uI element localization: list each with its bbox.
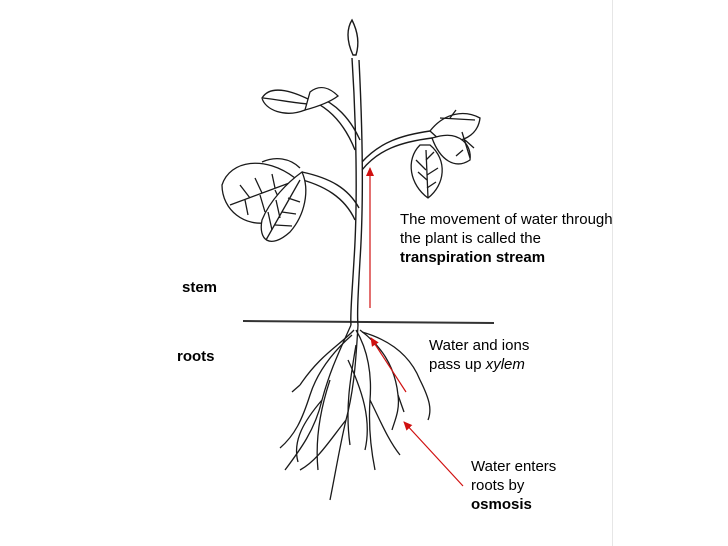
transpiration-line2: the plant is called the [400, 230, 541, 247]
soil-line [242, 320, 495, 324]
water-flow-arrows [366, 167, 464, 487]
transpiration-term: transpiration stream [400, 249, 546, 266]
xylem-arrow [370, 337, 407, 393]
osmosis-term: osmosis [471, 496, 532, 513]
xylem-line2-prefix: pass up [429, 356, 486, 373]
slide-edge-divider [612, 0, 613, 546]
stem-label: stem [182, 279, 218, 296]
plant-roots [279, 324, 431, 501]
osmosis-annotation: Water enters roots by osmosis [471, 457, 556, 514]
transpiration-annotation: The movement of water through the plant … [400, 210, 613, 267]
xylem-annotation: Water and ions pass up xylem [429, 336, 529, 374]
transpiration-line1: The movement of water through [400, 211, 613, 228]
plant-leaves [221, 86, 481, 243]
osmosis-line2: roots by [471, 477, 525, 494]
osmosis-line1: Water enters [471, 458, 557, 475]
roots-label: roots [177, 348, 215, 365]
xylem-term: xylem [485, 356, 525, 373]
osmosis-arrow [403, 421, 464, 487]
xylem-line1: Water and ions [429, 337, 530, 354]
